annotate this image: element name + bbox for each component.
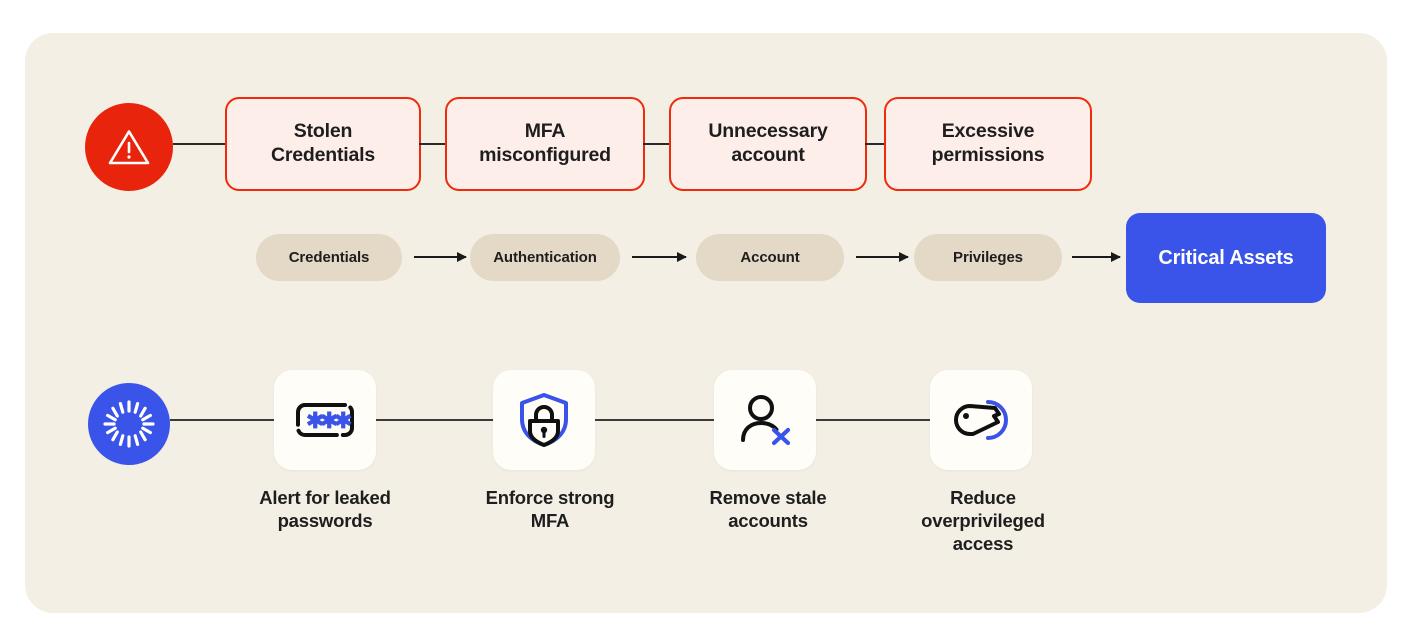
warning-triangle-icon — [85, 103, 173, 191]
threat-box-line1: Stolen — [293, 120, 353, 143]
threat-box-mfa-misconfigured[interactable]: MFA misconfigured — [445, 97, 645, 191]
remediation-label-enforce-strong-mfa: Enforce strong MFA — [460, 487, 640, 533]
label-line3: access — [952, 532, 1014, 554]
critical-assets-box[interactable]: Critical Assets — [1126, 213, 1326, 303]
burst-icon — [88, 383, 170, 465]
label-line1: Alert for leaked — [259, 487, 391, 508]
threat-box-line1: Unnecessary — [708, 120, 828, 143]
threat-box-line2: permissions — [931, 144, 1045, 166]
password-field-icon: ✱ ✱ ✱ — [296, 403, 354, 437]
label-line2: MFA — [530, 509, 570, 531]
threat-box-label: Excessive permissions — [932, 120, 1045, 168]
threat-box-line1: MFA — [524, 120, 566, 143]
label-line2: accounts — [728, 509, 808, 531]
pipeline-stage-account[interactable]: Account — [696, 234, 844, 281]
user-remove-icon — [741, 395, 791, 446]
remediation-label-remove-stale-accounts: Remove stale accounts — [678, 487, 858, 533]
svg-text:✱: ✱ — [306, 408, 324, 433]
label-line1: Reduce — [950, 487, 1016, 508]
threat-box-label: MFA misconfigured — [479, 120, 611, 168]
remediation-card-remove-stale-accounts[interactable] — [714, 370, 816, 470]
pipeline-stage-authentication[interactable]: Authentication — [470, 234, 620, 281]
threat-box-line2: misconfigured — [479, 144, 611, 166]
svg-text:✱: ✱ — [320, 408, 338, 433]
threat-box-label: Unnecessary account — [708, 120, 827, 168]
connector-card1-to-card2 — [376, 419, 494, 421]
threat-box-excessive-permissions[interactable]: Excessive permissions — [884, 97, 1092, 191]
shield-lock-icon — [520, 393, 568, 447]
key-icon — [954, 400, 1008, 440]
label-line2: passwords — [277, 509, 373, 531]
connector-card2-to-card3 — [595, 419, 715, 421]
connector-icon-to-box1 — [173, 143, 225, 145]
svg-text:✱: ✱ — [334, 408, 352, 433]
remediation-card-alert-leaked-passwords[interactable]: ✱ ✱ ✱ — [274, 370, 376, 470]
threat-box-unnecessary-account[interactable]: Unnecessary account — [669, 97, 867, 191]
pipeline-arrow-4 — [1072, 252, 1121, 262]
connector-burst-to-card1 — [170, 419, 275, 421]
remediation-card-reduce-overprivileged-access[interactable] — [930, 370, 1032, 470]
label-line1: Enforce strong — [485, 487, 615, 508]
threat-box-line2: account — [731, 144, 805, 166]
pipeline-arrow-3 — [856, 252, 909, 262]
threat-box-label: Stolen Credentials — [271, 120, 375, 168]
remediation-label-alert-leaked-passwords: Alert for leaked passwords — [235, 487, 415, 533]
connector-card3-to-card4 — [816, 419, 932, 421]
threat-box-line2: Credentials — [270, 144, 375, 166]
remediation-label-reduce-overprivileged-access: Reduce overprivileged access — [890, 487, 1076, 556]
remediation-card-enforce-strong-mfa[interactable] — [493, 370, 595, 470]
threat-box-stolen-credentials[interactable]: Stolen Credentials — [225, 97, 421, 191]
label-line2: overprivileged — [921, 509, 1045, 531]
pipeline-stage-credentials[interactable]: Credentials — [256, 234, 402, 281]
connector-box3-to-box4 — [865, 143, 893, 145]
pipeline-arrow-1 — [414, 252, 467, 262]
connector-box1-to-box2 — [419, 143, 447, 145]
pipeline-stage-privileges[interactable]: Privileges — [914, 234, 1062, 281]
label-line1: Remove stale — [709, 487, 827, 508]
connector-box2-to-box3 — [643, 143, 671, 145]
threat-box-line1: Excessive — [941, 120, 1035, 143]
pipeline-arrow-2 — [632, 252, 687, 262]
